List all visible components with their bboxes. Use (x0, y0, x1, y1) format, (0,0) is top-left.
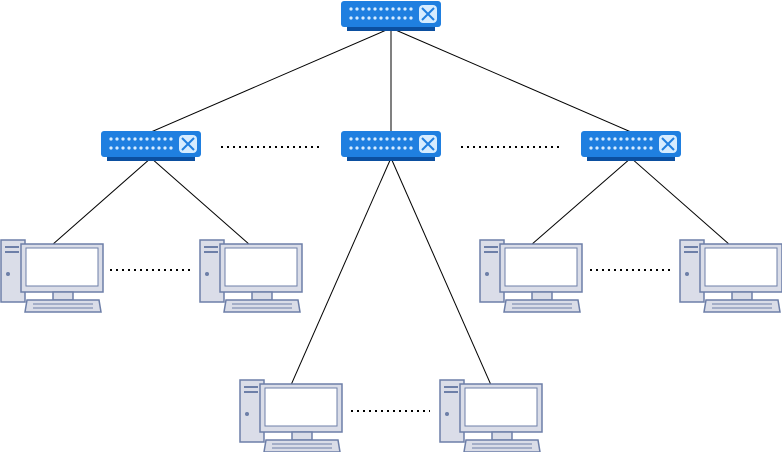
workstation-6-icon (439, 379, 543, 452)
workstation-2-icon (199, 239, 303, 313)
workstation-5-icon (239, 379, 343, 452)
workstation-1-icon (0, 239, 104, 313)
workstation-3-icon (479, 239, 583, 313)
distribution-switch-right-icon (580, 130, 682, 162)
distribution-switch-center-icon (340, 130, 442, 162)
core-switch-icon (340, 0, 442, 32)
workstation-4-icon (679, 239, 782, 313)
connection-lines (51, 27, 731, 386)
ellipsis-dots (110, 146, 670, 412)
distribution-switch-left-icon (100, 130, 202, 162)
